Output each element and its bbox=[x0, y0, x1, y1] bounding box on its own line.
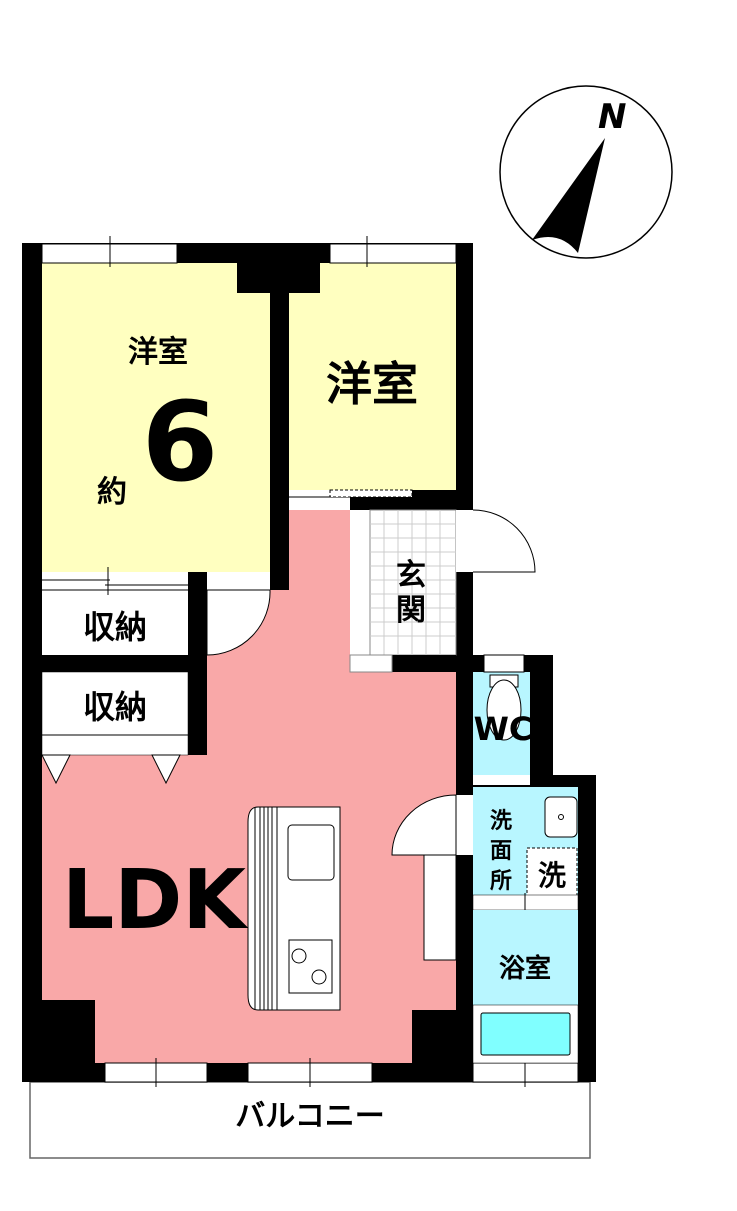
western-room-2 bbox=[289, 263, 456, 490]
western-room-2-label: 洋室 bbox=[326, 357, 418, 411]
stove bbox=[288, 939, 333, 994]
bathtub bbox=[480, 1012, 571, 1056]
north-arrow-icon bbox=[532, 138, 605, 253]
north-label: N bbox=[598, 97, 626, 137]
bathroom bbox=[473, 910, 578, 1005]
wash-basin-icon bbox=[544, 796, 578, 838]
entrance-label-1: 玄 bbox=[396, 558, 426, 593]
washroom-label-1: 洗 bbox=[490, 809, 512, 834]
washroom-label-2: 面 bbox=[490, 839, 512, 864]
ldk-label: LDK bbox=[62, 853, 249, 948]
washing-machine-space bbox=[526, 847, 578, 899]
washroom-door[interactable] bbox=[391, 794, 457, 856]
storage-1-label: 収納 bbox=[83, 608, 147, 646]
entrance-label-2: 関 bbox=[396, 593, 426, 628]
compass: N bbox=[499, 85, 673, 259]
kitchen-island bbox=[247, 806, 341, 1011]
toilet-icon bbox=[486, 679, 522, 741]
storage-door[interactable] bbox=[206, 589, 271, 656]
washer-label: 洗 bbox=[538, 859, 566, 892]
window bbox=[329, 243, 457, 264]
western-room-1-size: 6 bbox=[142, 378, 219, 506]
ldk-room bbox=[42, 510, 456, 1063]
storage-1 bbox=[42, 572, 188, 655]
burner-icon bbox=[291, 948, 307, 964]
wc-label: WC bbox=[474, 710, 533, 748]
burner-icon bbox=[311, 969, 327, 985]
western-room-1-label: 洋室 bbox=[128, 335, 188, 370]
sink bbox=[287, 824, 335, 881]
balcony-label: バルコニー bbox=[235, 1099, 384, 1134]
entrance-door[interactable] bbox=[456, 510, 473, 572]
western-room-1 bbox=[42, 263, 270, 572]
bathroom-label: 浴室 bbox=[499, 953, 551, 984]
washroom-label-3: 所 bbox=[490, 869, 512, 894]
storage-2 bbox=[41, 671, 189, 756]
western-room-1-size-prefix: 約 bbox=[97, 475, 127, 510]
balcony bbox=[29, 1081, 591, 1159]
storage-2-label: 収納 bbox=[83, 688, 147, 726]
refrigerator-space bbox=[423, 854, 457, 961]
